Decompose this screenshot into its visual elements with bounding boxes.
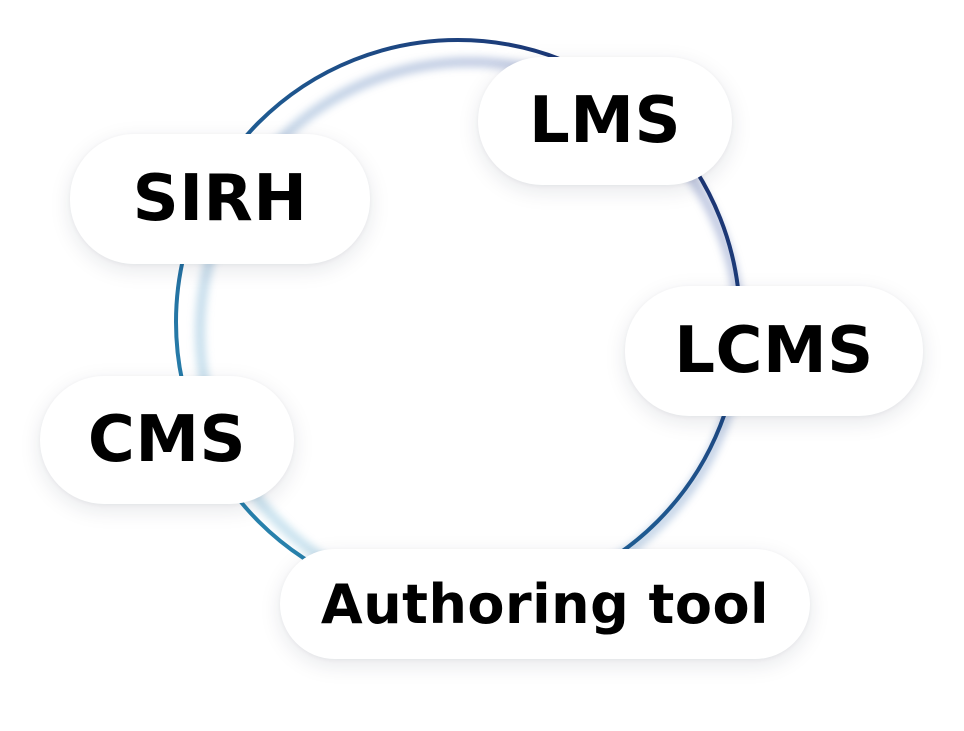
- node-authoring-tool: Authoring tool: [280, 549, 810, 659]
- node-lms-label: LMS: [528, 84, 682, 158]
- node-sirh: SIRH: [70, 134, 370, 264]
- node-authoring-tool-label: Authoring tool: [320, 572, 770, 636]
- node-lcms: LCMS: [625, 286, 923, 416]
- node-sirh-label: SIRH: [132, 162, 308, 236]
- node-cms-label: CMS: [87, 403, 247, 477]
- node-lcms-label: LCMS: [674, 314, 874, 388]
- node-lms: LMS: [478, 57, 732, 185]
- node-cms: CMS: [40, 376, 294, 504]
